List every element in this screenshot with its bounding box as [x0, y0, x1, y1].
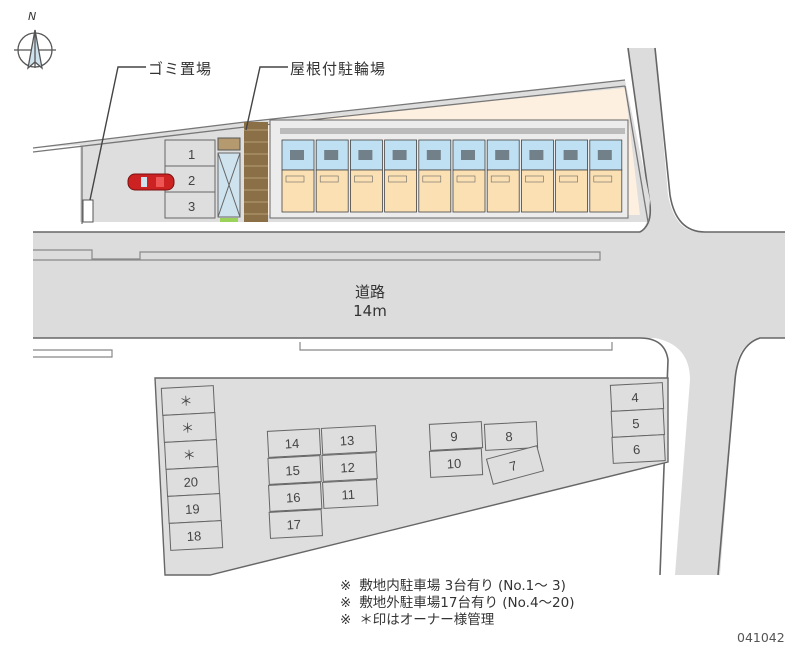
bicycle-parking: [244, 122, 268, 222]
svg-text:20: 20: [183, 474, 198, 490]
north-label: N: [28, 10, 36, 23]
svg-text:13: 13: [339, 433, 354, 449]
svg-text:＊: ＊: [179, 393, 193, 409]
offsite-stall: 5: [610, 408, 665, 438]
offsite-stall: 7: [485, 445, 545, 485]
svg-text:16: 16: [286, 490, 301, 506]
offsite-stall: 15: [267, 455, 322, 485]
offsite-stall: 20: [165, 466, 220, 497]
svg-text:18: 18: [186, 528, 201, 544]
offsite-stall: ＊: [162, 412, 217, 443]
offsite-lot: [154, 377, 669, 576]
svg-text:10: 10: [446, 456, 461, 472]
map-code: 041042: [737, 630, 785, 645]
stall-2: 2: [188, 173, 195, 188]
offsite-stall: 19: [167, 493, 222, 524]
svg-text:15: 15: [285, 463, 300, 479]
svg-text:8: 8: [505, 429, 513, 444]
svg-text:12: 12: [340, 460, 355, 476]
svg-text:11: 11: [341, 487, 355, 503]
offsite-stall: ＊: [164, 439, 219, 470]
note-offsite: ※敷地外駐車場17台有り (No.4〜20): [340, 595, 575, 611]
garbage-callout: ゴミ置場: [148, 60, 213, 78]
offsite-stall: ＊: [160, 385, 216, 416]
offsite-stall: 8: [483, 421, 539, 451]
offsite-stall: 4: [609, 382, 665, 412]
garbage-area: [82, 199, 94, 223]
car-icon: [127, 173, 175, 191]
svg-text:6: 6: [633, 442, 641, 457]
compass-icon: [14, 29, 56, 70]
svg-text:5: 5: [632, 416, 640, 431]
offsite-stall: 18: [168, 520, 224, 551]
svg-text:14: 14: [284, 436, 299, 452]
offsite-stall: 10: [428, 448, 484, 478]
svg-text:19: 19: [185, 501, 200, 517]
offsite-stall: 12: [321, 452, 378, 482]
svg-text:17: 17: [286, 517, 301, 533]
offsite-stall: 13: [320, 425, 378, 455]
road-width: 14m: [353, 302, 387, 320]
notes: ※敷地内駐車場 3台有り (No.1〜 3) ※敷地外駐車場17台有り (No.…: [340, 578, 575, 629]
road-name: 道路: [354, 283, 385, 301]
stall-1: 1: [188, 147, 195, 162]
bicycle-parking-callout: 屋根付駐輪場: [290, 60, 387, 78]
svg-text:9: 9: [450, 429, 458, 444]
offsite-stall: 16: [268, 482, 323, 512]
note-onsite: ※敷地内駐車場 3台有り (No.1〜 3): [340, 578, 566, 594]
road-label: 道路 14m: [340, 283, 400, 321]
apartment-building: [269, 119, 629, 219]
stall-3: 3: [188, 199, 195, 214]
offsite-stall: 6: [611, 434, 666, 464]
offsite-stall: 11: [322, 479, 379, 509]
offsite-stall: 9: [428, 421, 484, 451]
svg-text:＊: ＊: [182, 447, 196, 463]
svg-text:4: 4: [631, 390, 639, 405]
offsite-stall: 17: [268, 509, 323, 539]
note-owner: ※＊印はオーナー様管理: [340, 612, 495, 628]
svg-text:7: 7: [508, 458, 519, 474]
offsite-stall: 14: [266, 428, 322, 458]
svg-text:＊: ＊: [181, 420, 195, 436]
